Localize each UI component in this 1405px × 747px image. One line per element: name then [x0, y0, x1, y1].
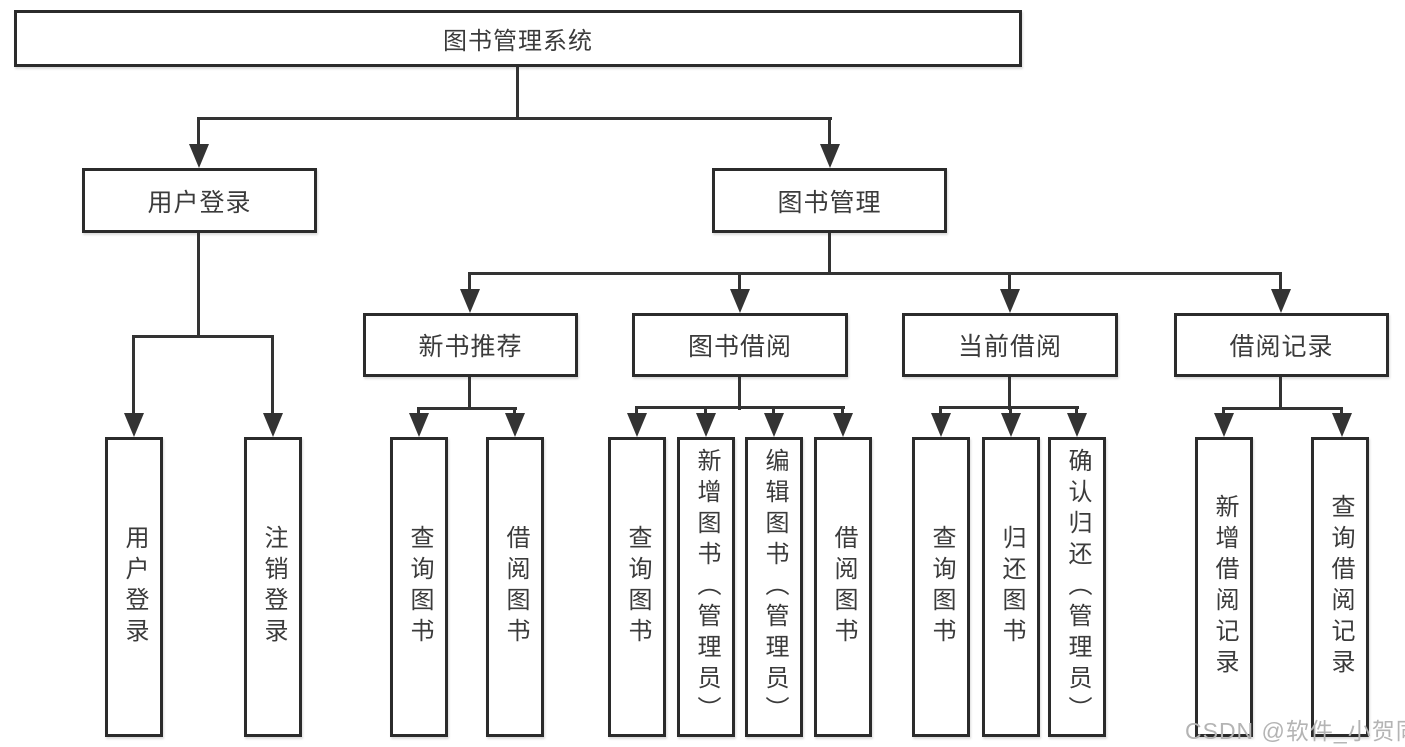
arrow-down-icon [409, 413, 429, 437]
leaf-add-book-admin: 新增图书（管理员） [677, 437, 735, 737]
node-current-borrow: 当前借阅 [902, 313, 1118, 377]
arrow-down-icon [730, 289, 750, 313]
node-library-management-system: 图书管理系统 [14, 10, 1022, 67]
leaf-label: 借阅图书 [830, 525, 857, 649]
leaf-label: 确认归还（管理员） [1064, 447, 1091, 727]
node-new-book-recommend: 新书推荐 [363, 313, 578, 377]
leaf-query-book-borrow: 查询图书 [608, 437, 666, 737]
arrow-down-icon [764, 413, 784, 437]
connector-line [841, 406, 844, 417]
connector-line [271, 335, 274, 417]
connector-line [939, 406, 942, 417]
node-book-borrow: 图书借阅 [632, 313, 848, 377]
leaf-edit-book-admin: 编辑图书（管理员） [745, 437, 803, 737]
connector-line [828, 233, 831, 275]
connector-line [197, 117, 832, 120]
connector-line [1008, 272, 1011, 292]
node-label: 用户登录 [147, 188, 252, 217]
connector-line [635, 406, 845, 409]
arrow-down-icon [263, 413, 283, 437]
connector-line [197, 117, 200, 147]
leaf-label: 注销登录 [260, 525, 287, 649]
connector-line [1222, 407, 1225, 417]
arrow-down-icon [1332, 413, 1352, 437]
node-label: 借阅记录 [1229, 333, 1334, 361]
connector-line [635, 406, 638, 417]
arrow-down-icon [1271, 289, 1291, 313]
node-label: 新书推荐 [418, 333, 523, 361]
arrow-down-icon [1067, 413, 1087, 437]
node-borrow-record: 借阅记录 [1174, 313, 1389, 377]
arrow-down-icon [189, 144, 209, 168]
arrow-down-icon [460, 289, 480, 313]
leaf-label: 用户登录 [121, 525, 148, 649]
connector-line [132, 335, 274, 338]
node-book-management: 图书管理 [712, 168, 947, 233]
leaf-logout: 注销登录 [244, 437, 302, 737]
leaf-label: 查询图书 [928, 525, 955, 649]
connector-line [516, 67, 519, 119]
leaf-add-borrow-record: 新增借阅记录 [1195, 437, 1253, 737]
connector-line [704, 406, 707, 417]
connector-line [828, 117, 831, 147]
leaf-label: 归还图书 [998, 525, 1025, 649]
connector-line [1075, 406, 1078, 417]
leaf-query-book-current: 查询图书 [912, 437, 970, 737]
node-label: 图书管理 [777, 188, 882, 217]
connector-line [1279, 377, 1282, 410]
node-label: 图书管理系统 [443, 28, 593, 55]
leaf-label: 新增图书（管理员） [693, 447, 720, 727]
connector-line [197, 233, 200, 338]
connector-line [1222, 407, 1343, 410]
connector-line [513, 407, 516, 417]
connector-line [417, 407, 420, 417]
connector-line [1279, 272, 1282, 292]
connector-line [417, 407, 517, 410]
leaf-label: 借阅图书 [502, 525, 529, 649]
csdn-watermark: CSDN @软件_小贺同学 [1185, 718, 1405, 744]
leaf-label: 查询借阅记录 [1327, 494, 1354, 680]
leaf-confirm-return-admin: 确认归还（管理员） [1048, 437, 1106, 737]
connector-line [132, 335, 135, 417]
connector-line [738, 377, 741, 410]
arrow-down-icon [1001, 413, 1021, 437]
leaf-borrow-book-recommend: 借阅图书 [486, 437, 544, 737]
connector-line [1340, 407, 1343, 417]
arrow-down-icon [820, 144, 840, 168]
leaf-return-book: 归还图书 [982, 437, 1040, 737]
arrow-down-icon [833, 413, 853, 437]
node-label: 当前借阅 [957, 333, 1062, 361]
arrow-down-icon [1000, 289, 1020, 313]
arrow-down-icon [1214, 413, 1234, 437]
leaf-label: 新增借阅记录 [1211, 494, 1238, 680]
arrow-down-icon [505, 413, 525, 437]
arrow-down-icon [696, 413, 716, 437]
leaf-label: 查询图书 [624, 525, 651, 649]
leaf-label: 查询图书 [406, 525, 433, 649]
arrow-down-icon [931, 413, 951, 437]
connector-line [772, 406, 775, 417]
node-user-login: 用户登录 [82, 168, 317, 233]
node-label: 图书借阅 [687, 333, 792, 361]
leaf-user-login: 用户登录 [105, 437, 163, 737]
leaf-query-borrow-record: 查询借阅记录 [1311, 437, 1369, 737]
connector-line [468, 272, 471, 292]
connector-line [738, 272, 741, 292]
leaf-query-book-recommend: 查询图书 [390, 437, 448, 737]
connector-line [468, 377, 471, 410]
leaf-borrow-book: 借阅图书 [814, 437, 872, 737]
arrow-down-icon [627, 413, 647, 437]
leaf-label: 编辑图书（管理员） [761, 447, 788, 727]
arrow-down-icon [124, 413, 144, 437]
connector-line [468, 272, 1282, 275]
connector-line [1009, 406, 1012, 417]
connector-line [1008, 377, 1011, 410]
